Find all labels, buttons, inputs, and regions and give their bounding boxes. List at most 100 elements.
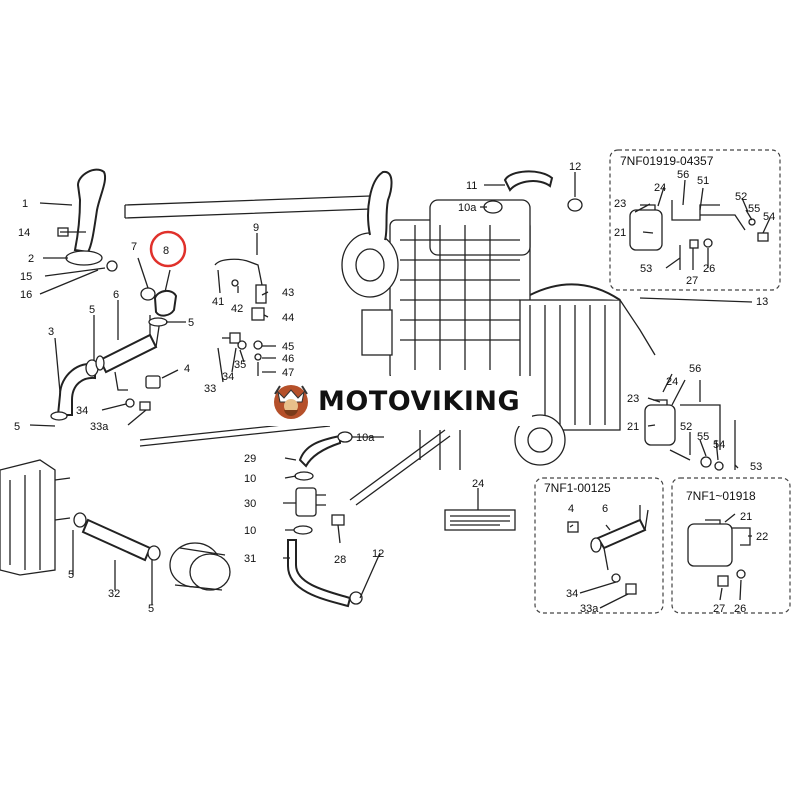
callout-24: 24 <box>666 376 678 388</box>
callout-inset1-23: 23 <box>614 198 626 210</box>
callout-inset1-21: 21 <box>614 227 626 239</box>
callout-52: 52 <box>680 421 692 433</box>
viking-logo-icon <box>274 385 308 419</box>
part-clamp-10-lower <box>293 525 313 535</box>
part-elbow-8 <box>153 290 178 317</box>
callout-29: 29 <box>244 453 256 465</box>
callout-28: 28 <box>334 554 346 566</box>
part-tee-30 <box>295 487 317 517</box>
callout-inset1-53: 53 <box>640 263 652 275</box>
inset-2-parts <box>567 505 649 595</box>
callout-inset3-21: 21 <box>740 511 752 523</box>
callout-21: 21 <box>627 421 639 433</box>
callout-inset2-34: 34 <box>566 588 578 600</box>
callout-5-a: 5 <box>89 304 95 316</box>
reservoir-main <box>644 399 736 471</box>
callout-3: 3 <box>48 326 54 338</box>
callout-56: 56 <box>689 363 701 375</box>
callout-10a-top: 10a <box>458 202 477 214</box>
highlight-circle <box>149 230 187 268</box>
part-bolt-33 <box>229 332 241 344</box>
callout-9: 9 <box>253 222 259 234</box>
inset-caption-3: 7NF1~01918 <box>686 489 756 503</box>
callout-inset1-52: 52 <box>735 191 747 203</box>
callout-33: 33 <box>204 383 216 395</box>
part-clamp-12-top <box>567 198 583 212</box>
callout-inset1-56: 56 <box>677 169 689 181</box>
callout-inset1-51: 51 <box>697 175 709 187</box>
callout-8-highlighted: 8 <box>163 245 169 257</box>
callout-1: 1 <box>22 198 28 210</box>
callout-5-e: 5 <box>68 569 74 581</box>
part-bolt-33a <box>139 401 151 411</box>
callout-5-d: 5 <box>148 603 154 615</box>
part-nut-15 <box>106 260 118 272</box>
callout-34: 34 <box>76 405 88 417</box>
part-clamp-12-low <box>349 591 363 605</box>
callout-30: 30 <box>244 498 256 510</box>
part-hose-11 <box>503 170 554 192</box>
inset-box-3 <box>671 477 791 614</box>
inset-box-1 <box>609 149 781 291</box>
callout-6: 6 <box>113 289 119 301</box>
callout-10-a: 10 <box>244 473 256 485</box>
callout-4: 4 <box>184 363 190 375</box>
callout-inset2-33a: 33a <box>580 603 599 615</box>
callout-44: 44 <box>282 312 294 324</box>
part-decal-24 <box>444 509 516 531</box>
callout-46: 46 <box>282 353 294 365</box>
brand-banner: MOTOVIKING <box>262 376 532 426</box>
callout-41: 41 <box>212 296 224 308</box>
callout-inset1-27: 27 <box>686 275 698 287</box>
callout-inset3-22: 22 <box>756 531 768 543</box>
callout-5-c: 5 <box>188 317 194 329</box>
part-fitting-4 <box>145 375 161 389</box>
inset-caption-1: 7NF01919-04357 <box>620 154 714 168</box>
callout-35: 35 <box>234 359 246 371</box>
inset-3-parts <box>687 519 751 587</box>
part-clamp-10a-mid <box>337 431 353 443</box>
callout-53: 53 <box>750 461 762 473</box>
callout-14: 14 <box>18 227 30 239</box>
callout-10-b: 10 <box>244 525 256 537</box>
part-hose-29 <box>298 434 341 468</box>
callout-55: 55 <box>697 431 709 443</box>
brand-name: MOTOVIKING <box>318 385 521 417</box>
callout-13: 13 <box>756 296 768 308</box>
air-filter-clamp <box>169 542 231 591</box>
part-washer-34 <box>125 398 135 408</box>
callout-43: 43 <box>282 287 294 299</box>
callout-33a: 33a <box>90 421 109 433</box>
callout-16: 16 <box>20 289 32 301</box>
callout-23: 23 <box>627 393 639 405</box>
part-clamp-10-upper <box>294 471 314 481</box>
callout-inset3-26: 26 <box>734 603 746 615</box>
callout-inset3-27: 27 <box>713 603 725 615</box>
engine-block <box>341 170 621 470</box>
callout-2: 2 <box>28 253 34 265</box>
callout-inset1-24: 24 <box>654 182 666 194</box>
callout-12-low: 12 <box>372 548 384 560</box>
callout-7: 7 <box>131 241 137 253</box>
callout-31: 31 <box>244 553 256 565</box>
part-pipe-6 <box>98 333 158 374</box>
part-wire-9 <box>214 258 263 300</box>
callout-54: 54 <box>713 439 725 451</box>
part-hose-1 <box>73 168 107 254</box>
callout-45: 45 <box>282 341 294 353</box>
inset-caption-2: 7NF1-00125 <box>544 481 611 495</box>
callout-inset1-26: 26 <box>703 263 715 275</box>
frame-line-top <box>124 195 371 219</box>
inset-box-2 <box>534 477 664 614</box>
callout-24-decal: 24 <box>472 478 484 490</box>
callout-inset1-55: 55 <box>748 203 760 215</box>
part-clamp-7 <box>140 287 156 301</box>
callout-inset2-4: 4 <box>568 503 574 515</box>
radiator-frame <box>0 459 71 576</box>
part-hose-3 <box>56 363 96 416</box>
callout-5-b: 5 <box>14 421 20 433</box>
callout-10a-mid: 10a <box>356 432 375 444</box>
part-plug-28 <box>331 514 345 526</box>
